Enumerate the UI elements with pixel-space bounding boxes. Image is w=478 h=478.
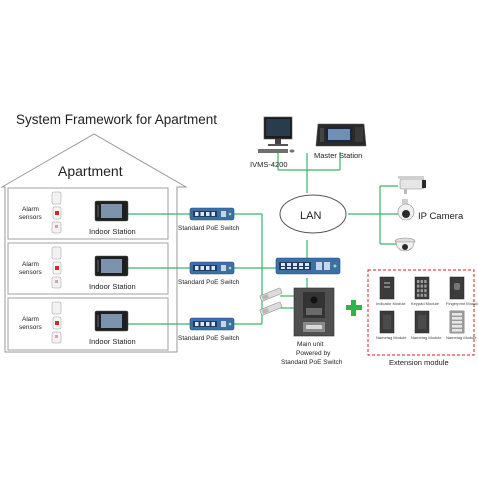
lan-cloud — [279, 194, 347, 234]
extension-module-label: Indicator Module — [376, 301, 406, 306]
indoor-station-label: Indoor Station — [89, 282, 136, 291]
bullet-camera-icon — [398, 176, 426, 194]
extension-module: Keypad Module — [411, 276, 440, 306]
extension-module: Nametag Module — [376, 310, 407, 340]
extension-module-label: Nametag Module — [376, 335, 407, 340]
indoor-station-icon — [94, 255, 129, 277]
alarm-label-line1: Alarm — [22, 261, 39, 268]
alarm-label-line2: sensors — [19, 324, 43, 331]
unit-rooms — [7, 187, 169, 351]
building-label: Apartment — [58, 163, 123, 179]
extension-module-icon — [449, 276, 465, 300]
extension-module-frame — [367, 269, 475, 356]
main-unit-icon — [293, 287, 335, 337]
extension-module: Fingerprint Module — [446, 276, 478, 306]
lan-label: LAN — [300, 210, 321, 222]
indoor-station-icon — [94, 310, 129, 332]
alarm-sensors-icon — [51, 301, 62, 344]
master-station-icon — [315, 123, 367, 147]
core-poe-switch — [275, 257, 341, 275]
poe-switch-label: Standard PoE Switch — [178, 225, 240, 232]
extension-module-label: Keypad Module — [411, 301, 440, 306]
extension-module-icon — [414, 276, 430, 300]
indoor-station-icon — [94, 200, 129, 222]
ptz-camera-icon — [397, 199, 415, 221]
extension-module-icon — [449, 310, 465, 334]
alarm-label-line1: Alarm — [22, 316, 39, 323]
ip-camera-label: IP Camera — [418, 211, 464, 222]
indoor-station-label: Indoor Station — [89, 337, 136, 346]
poe-switch: Standard PoE Switch — [178, 207, 240, 232]
ivms-label: IVMS-4200 — [250, 160, 288, 169]
extension-module-label: Fingerprint Module — [446, 301, 478, 306]
alarm-sensors-icon — [51, 191, 62, 234]
extension-module-icon — [379, 310, 395, 334]
connection-lines — [128, 152, 398, 325]
extension-module-label: Nametag Module — [411, 335, 442, 340]
extension-module: Nametag Module — [411, 310, 442, 340]
poe-switch-label: Standard PoE Switch — [178, 335, 240, 342]
alarm-label-line2: sensors — [19, 214, 43, 221]
extension-label: Extension module — [389, 358, 449, 367]
extension-module-icon — [379, 276, 395, 300]
apartment-building — [0, 133, 188, 353]
extension-module-label: Nametag Module — [446, 335, 477, 340]
extension-module-icon — [414, 310, 430, 334]
ivms-computer-icon — [258, 116, 295, 153]
plus-icon — [346, 300, 362, 316]
poe-switch-icon — [189, 261, 235, 275]
indoor-station-label: Indoor Station — [89, 227, 136, 236]
poe-switch-label: Standard PoE Switch — [178, 279, 240, 286]
master-station-label: Master Station — [314, 151, 362, 160]
poe-switch: Standard PoE Switch — [178, 317, 240, 342]
door-lock-icons — [259, 287, 283, 316]
building-outline — [0, 133, 188, 353]
extension-modules: Indicator Module Keypad Module Fingerprint… — [376, 276, 478, 340]
extension-module: Indicator Module — [376, 276, 406, 306]
alarm-label-line2: sensors — [19, 269, 43, 276]
alarm-sensors-icon — [51, 246, 62, 289]
dome-camera-icon — [394, 237, 416, 252]
main-unit-line1: Main unit — [297, 341, 324, 348]
poe-switch-icon — [189, 317, 235, 331]
extension-module: Nametag Module — [446, 310, 477, 340]
alarm-label-line1: Alarm — [22, 206, 39, 213]
poe-switch-icon — [189, 207, 235, 221]
poe-switch: Standard PoE Switch — [178, 261, 240, 286]
diagram-title: System Framework for Apartment — [16, 112, 217, 127]
main-unit-line3: Standard PoE Switch — [281, 359, 343, 366]
main-unit-line2: Powered by — [296, 350, 331, 357]
